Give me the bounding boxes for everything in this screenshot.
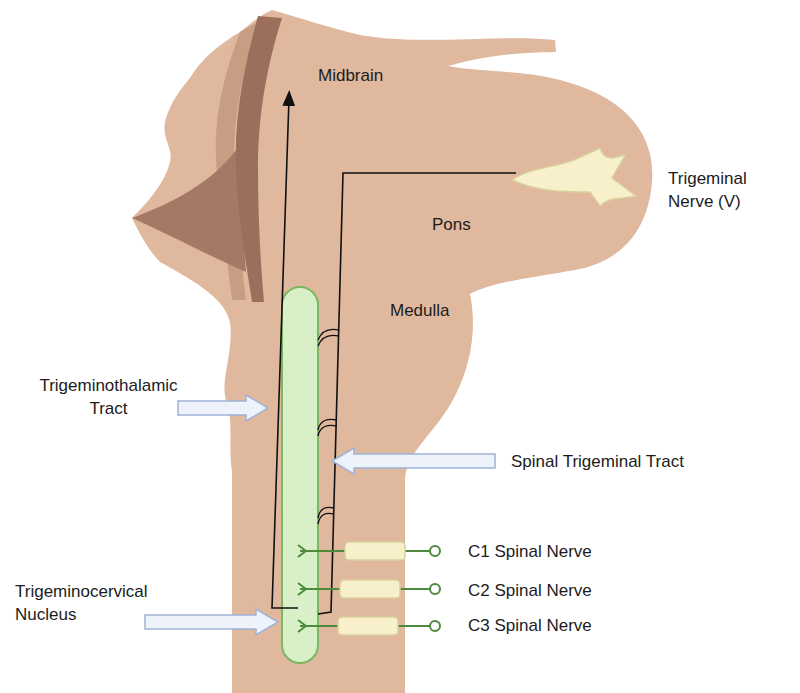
callout-label: Trigeminothalamic Tract [36,374,181,420]
trigeminocervical-nucleus [282,287,318,663]
callout-arrows [145,395,495,635]
nerve-endings [430,546,440,631]
brainstem-body [132,10,652,693]
region-label: Pons [432,213,492,236]
trigeminothalamic-tract [272,98,298,608]
ventricle-wedge [132,150,246,272]
callout-label: Spinal Trigeminal Tract [511,450,741,473]
nerve-label: C3 Spinal Nerve [468,614,628,637]
region-label: Midbrain [318,64,408,87]
callout-label: Trigeminocervical Nucleus [15,580,165,626]
nerve-label: C2 Spinal Nerve [468,579,628,602]
nerve-label: C1 Spinal Nerve [468,540,628,563]
aqueduct-band [236,16,282,302]
trigeminal-nerve-root [512,148,636,206]
tract-branches [318,329,339,524]
dorsal-root-ganglia [338,542,405,635]
nerve-label: Trigeminal Nerve (V) [668,167,763,213]
region-label: Medulla [390,299,470,322]
